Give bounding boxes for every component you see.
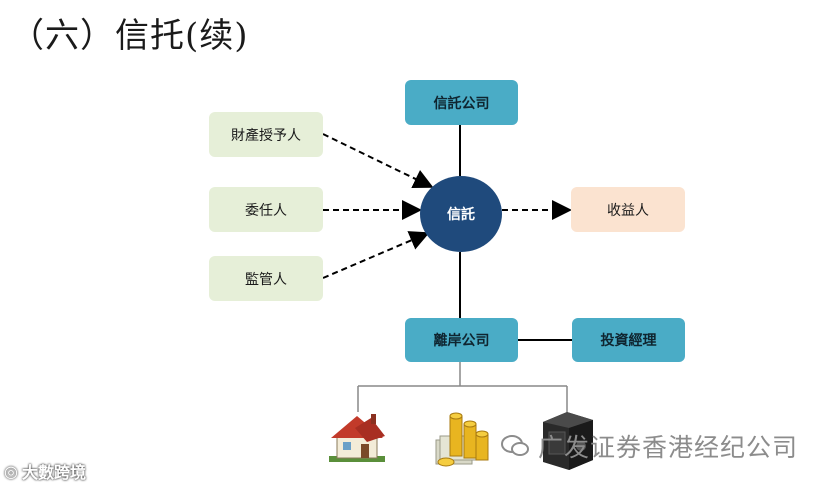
page-title: （六）信托(续)	[10, 16, 249, 56]
watermark-right: 广发证券香港经纪公司	[500, 428, 798, 464]
node-trust: 信託	[420, 176, 502, 252]
node-entrustor: 委任人	[209, 187, 323, 232]
safe-box-icon	[543, 412, 593, 470]
wechat-icon	[501, 435, 529, 456]
node-beneficiary: 收益人	[571, 187, 685, 232]
weibo-icon: ◎	[4, 461, 18, 481]
watermark-right-text: 广发证券香港经纪公司	[538, 433, 799, 462]
node-trust-company: 信託公司	[405, 80, 518, 125]
watermark-left: ◎ 大數跨境	[4, 459, 86, 483]
node-investment-manager: 投資經理	[572, 318, 685, 362]
node-supervisor: 監管人	[209, 256, 323, 301]
gold-coins-icon	[435, 412, 489, 467]
watermark-left-text: 大數跨境	[21, 463, 86, 482]
node-settlor: 財產授予人	[209, 112, 323, 157]
node-offshore-company: 離岸公司	[405, 318, 518, 362]
house-icon	[329, 414, 385, 462]
arrow-supervisor-to-trust	[322, 231, 430, 279]
arrow-settlor-to-trust	[322, 133, 434, 189]
